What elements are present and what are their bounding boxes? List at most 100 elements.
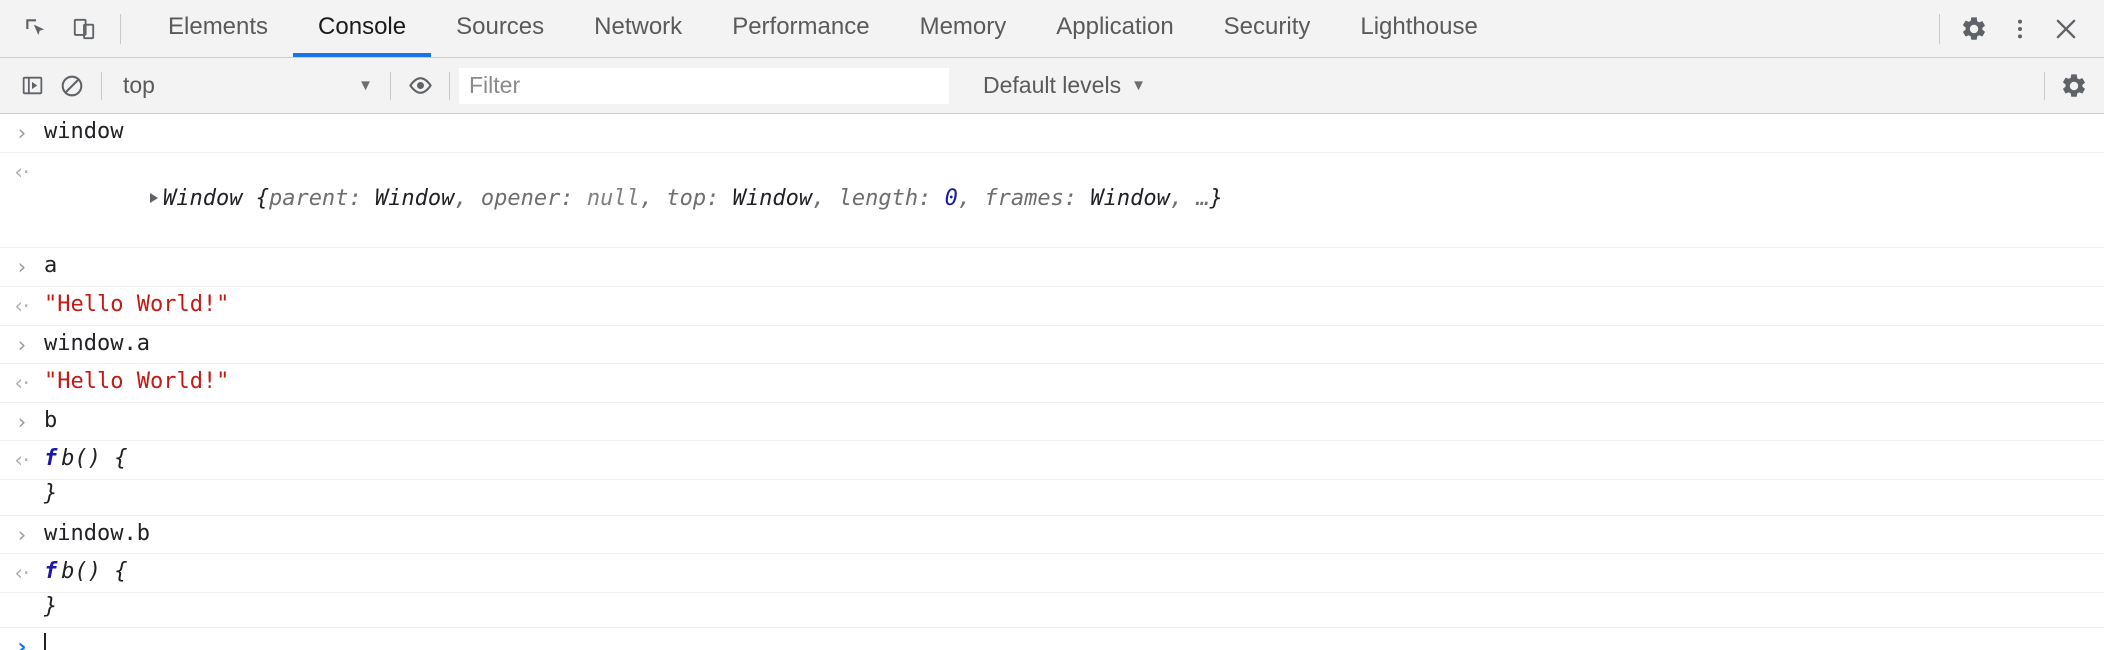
device-toolbar-icon[interactable] [62,7,106,51]
filter-divider-3 [449,71,450,100]
tab-network[interactable]: Network [569,0,707,57]
function-close-brace: } [44,480,58,506]
live-expression-eye-icon[interactable] [400,66,440,106]
console-output-row[interactable]: ‹· "Hello World!" [0,364,2104,403]
toolbar-divider [120,13,121,44]
object-val-length: 0 [944,186,958,212]
console-input-row[interactable]: › a [0,248,2104,287]
tab-console-label: Console [318,12,407,40]
close-icon[interactable] [2044,7,2088,51]
output-chevron-icon: ‹· [14,561,30,586]
output-gutter: ‹· [0,291,44,319]
clear-console-icon[interactable] [52,66,92,106]
function-signature: b() { [61,559,128,585]
filter-divider-2 [390,71,391,100]
console-output-row[interactable]: ‹· Window {parent: Window, opener: null,… [0,152,2104,249]
console-sidebar-toggle-icon[interactable] [12,66,52,106]
console-input-row[interactable]: › window [0,114,2104,153]
filter-divider-4 [2044,71,2045,100]
console-input-row[interactable]: › b [0,402,2104,442]
disclosure-triangle-icon[interactable] [149,193,158,204]
tab-sources-label: Sources [456,12,545,40]
console-input-row[interactable]: › window.b [0,515,2104,555]
object-ellipsis: … [1196,186,1210,212]
chevron-down-icon: ▼ [358,77,373,94]
console-message-list[interactable]: › window ‹· Window {parent: Window, open… [0,114,2104,650]
tab-application[interactable]: Application [1031,0,1198,57]
console-string-result: "Hello World!" [44,369,230,395]
filter-bar-right-group [2035,66,2094,106]
tab-memory[interactable]: Memory [895,0,1032,57]
output-chevron-icon: ‹· [14,371,30,396]
console-function-body-close-row: } [0,593,2104,629]
inspect-element-icon[interactable] [14,7,58,51]
object-close-brace: } [1209,186,1223,212]
console-input-text: window.a [44,330,150,356]
console-object-preview[interactable]: Window {parent: Window, opener: null, to… [44,157,2104,243]
input-chevron-icon: › [17,409,27,434]
tab-security-label: Security [1223,12,1311,40]
toolbar-left-group [0,0,131,57]
kebab-menu-icon[interactable] [1998,7,2042,51]
filter-divider-1 [101,71,102,100]
console-input-text: a [44,253,58,279]
output-gutter: ‹· [0,368,44,396]
tab-lighthouse[interactable]: Lighthouse [1335,0,1502,57]
tab-application-label: Application [1056,12,1174,40]
object-key-opener: opener [480,186,561,212]
function-close-brace: } [44,593,58,619]
function-signature: b() { [61,446,128,472]
console-input-text: b [44,407,58,433]
execution-context-selector[interactable]: top ▼ [111,67,381,105]
console-function-body-close-row: } [0,480,2104,516]
prompt-chevron-icon: › [17,635,27,650]
empty-gutter [0,593,44,595]
input-chevron-icon: › [17,522,27,547]
tab-memory-label: Memory [919,12,1007,40]
console-input-row[interactable]: › window.a [0,325,2104,365]
prompt-gutter: › [0,118,44,146]
prompt-gutter: › [0,252,44,280]
log-levels-selector[interactable]: Default levels ▼ [971,67,1158,105]
tab-lighthouse-label: Lighthouse [1360,12,1478,40]
object-key-top: top [666,186,707,212]
tab-elements[interactable]: Elements [143,0,293,57]
function-f-glyph: f [44,559,58,585]
output-chevron-icon: ‹· [14,159,30,184]
filter-input[interactable] [459,67,949,104]
object-val-top: Window [732,186,813,212]
gear-icon[interactable] [1952,7,1996,51]
object-key-frames: frames [984,186,1064,212]
chevron-down-icon-levels: ▼ [1131,77,1146,94]
devtools-top-toolbar: Elements Console Sources Network Perform… [0,0,2104,58]
output-chevron-icon: ‹· [14,293,30,318]
object-val-parent: Window [374,186,455,212]
console-prompt-row[interactable]: › [0,628,2104,650]
console-string-result: "Hello World!" [44,291,230,317]
log-levels-label: Default levels [983,72,1122,98]
output-gutter: ‹· [0,558,44,586]
object-open-brace: { [242,186,269,212]
tab-performance-label: Performance [732,12,870,40]
prompt-gutter: › [0,407,44,435]
tab-console[interactable]: Console [293,0,432,57]
tab-sources[interactable]: Sources [431,0,569,57]
output-gutter: ‹· [0,157,44,185]
execution-context-label: top [123,72,155,98]
function-f-glyph: f [44,446,58,472]
prompt-gutter-active: › [0,632,44,650]
console-settings-gear-icon[interactable] [2054,66,2094,106]
toolbar-divider-right [1939,13,1940,44]
prompt-gutter: › [0,330,44,358]
tab-security[interactable]: Security [1199,0,1336,57]
console-output-row[interactable]: ‹· "Hello World!" [0,286,2104,326]
object-key-parent: parent [268,186,349,212]
console-prompt-input[interactable] [44,632,2104,650]
object-val-frames: Window [1090,186,1170,212]
object-val-opener: null [586,186,640,212]
tab-performance[interactable]: Performance [707,0,894,57]
